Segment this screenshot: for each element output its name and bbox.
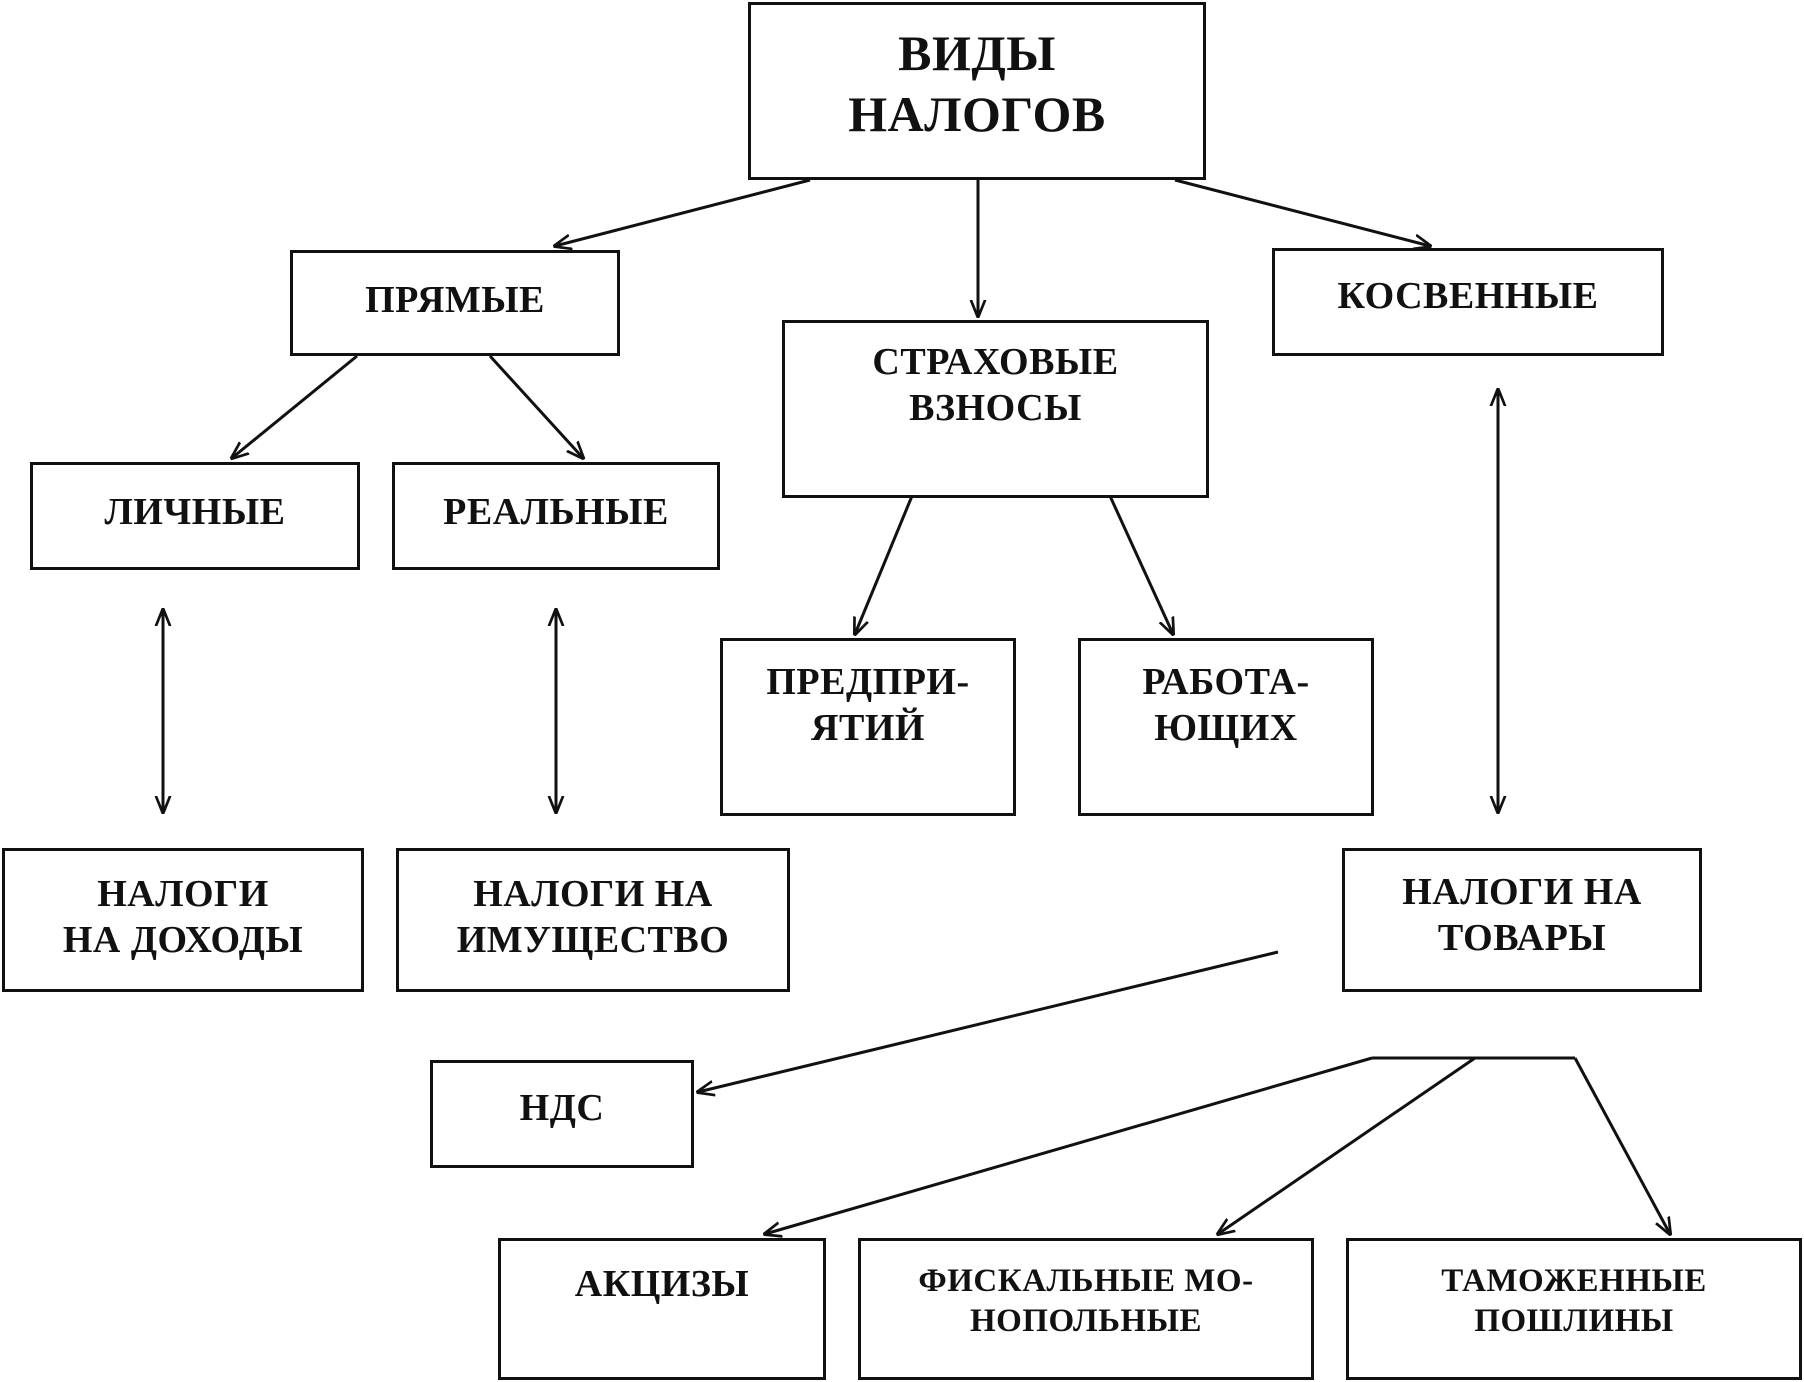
root-line-1: ВИДЫ	[898, 25, 1056, 81]
income-taxes-line-2: НА ДОХОДЫ	[62, 919, 304, 962]
customs-node: ТАМОЖЕННЫЕ ПОШЛИНЫ	[1346, 1238, 1802, 1380]
income-taxes-node: НАЛОГИ НА ДОХОДЫ	[2, 848, 364, 992]
enterprises-node: ПРЕДПРИ- ЯТИЙ	[720, 638, 1016, 816]
property-taxes-node: НАЛОГИ НА ИМУЩЕСТВО	[396, 848, 790, 992]
indirect-node: КОСВЕННЫЕ	[1272, 248, 1664, 356]
direct-node: ПРЯМЫЕ	[290, 250, 620, 356]
property-taxes-line-1: НАЛОГИ НА	[473, 873, 713, 915]
insurance-node: СТРАХОВЫЕ ВЗНОСЫ	[782, 320, 1209, 498]
root-node: ВИДЫ НАЛОГОВ	[748, 2, 1206, 180]
personal-node: ЛИЧНЫЕ	[30, 462, 360, 570]
arrow-goods-to-excise	[765, 1056, 1373, 1234]
arrow-direct-to-real	[488, 354, 583, 458]
workers-node: РАБОТА- ЮЩИХ	[1078, 638, 1374, 816]
enterprises-line-1: ПРЕДПРИ-	[766, 661, 970, 703]
arrow-goods-to-vat	[698, 950, 1279, 1092]
root-line-2: НАЛОГОВ	[848, 86, 1106, 142]
workers-line-1: РАБОТА-	[1142, 661, 1310, 703]
excise-node: АКЦИЗЫ	[498, 1238, 826, 1380]
fiscal-monopoly-line-1: ФИСКАЛЬНЫЕ МО-	[918, 1263, 1254, 1299]
customs-line-1: ТАМОЖЕННЫЕ	[1441, 1263, 1707, 1299]
arrow-direct-to-personal	[232, 354, 358, 458]
personal-label: ЛИЧНЫЕ	[104, 491, 286, 533]
direct-label: ПРЯМЫЕ	[365, 279, 545, 321]
income-taxes-line-1: НАЛОГИ	[97, 873, 269, 915]
vat-node: НДС	[430, 1060, 694, 1168]
fiscal-monopoly-node: ФИСКАЛЬНЫЕ МО- НОПОЛЬНЫЕ	[858, 1238, 1314, 1380]
indirect-label: КОСВЕННЫЕ	[1337, 275, 1599, 317]
insurance-line-1: СТРАХОВЫЕ	[872, 341, 1119, 383]
arrow-goods-to-customs	[1573, 1057, 1670, 1234]
real-node: РЕАЛЬНЫЕ	[392, 462, 720, 570]
fiscal-monopoly-line-2: НОПОЛЬНЫЕ	[969, 1303, 1203, 1340]
real-label: РЕАЛЬНЫЕ	[443, 491, 669, 533]
property-taxes-line-2: ИМУЩЕСТВО	[456, 919, 730, 962]
goods-taxes-line-1: НАЛОГИ НА	[1402, 871, 1642, 913]
workers-line-2: ЮЩИХ	[1154, 707, 1298, 750]
goods-taxes-line-2: ТОВАРЫ	[1437, 917, 1607, 960]
vat-label: НДС	[519, 1087, 605, 1129]
insurance-line-2: ВЗНОСЫ	[909, 387, 1082, 430]
enterprises-line-2: ЯТИЙ	[811, 707, 925, 750]
arrow-root-to-indirect	[1174, 178, 1430, 246]
arrow-root-to-direct	[555, 178, 811, 246]
customs-line-2: ПОШЛИНЫ	[1474, 1303, 1674, 1340]
arrow-goods-to-fiscal	[1218, 1056, 1476, 1234]
arrow-insurance-to-enterprises	[855, 495, 914, 634]
excise-label: АКЦИЗЫ	[574, 1263, 750, 1305]
arrow-insurance-to-workers	[1108, 495, 1173, 634]
goods-taxes-node: НАЛОГИ НА ТОВАРЫ	[1342, 848, 1702, 992]
